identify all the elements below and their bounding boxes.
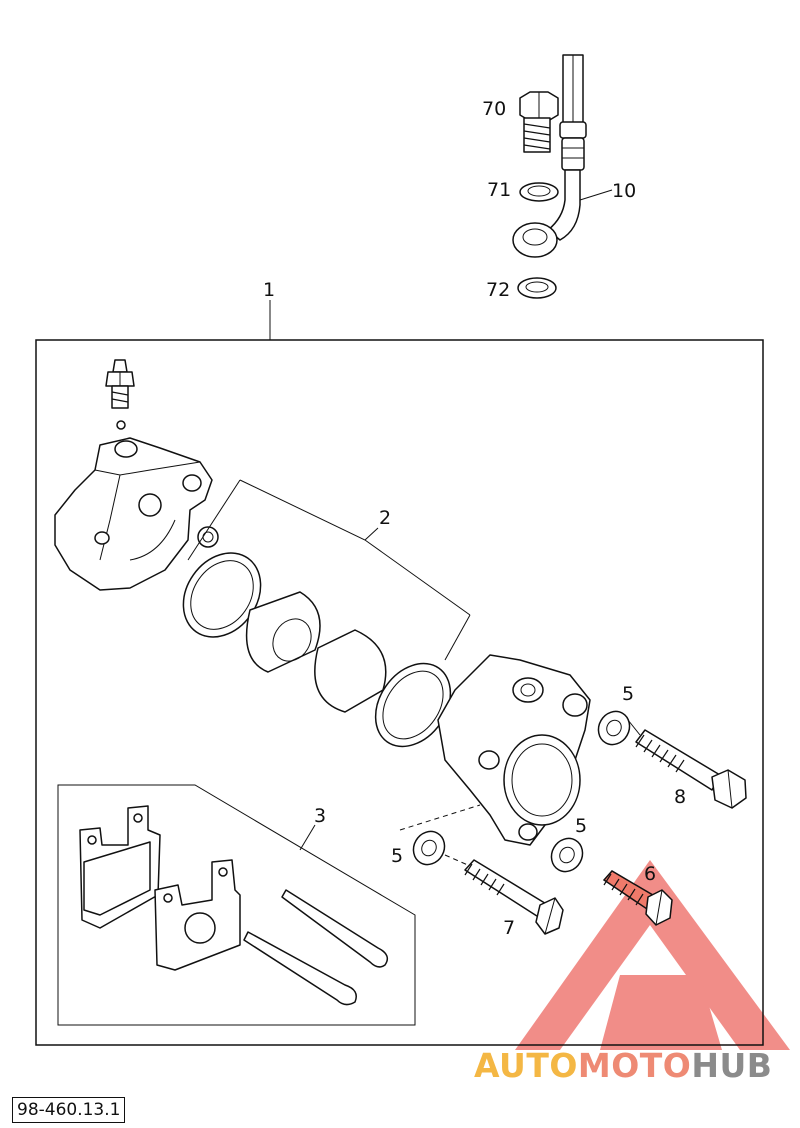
callout-3: 3 [314,805,326,827]
bolt-8 [635,729,747,809]
bleed-nipple [105,359,135,430]
caliper-body-inner [437,654,591,846]
split-pin-b [243,931,357,1006]
callout-2: 2 [379,507,391,529]
washer-5c [550,837,584,873]
sealing-washer-72 [517,277,557,299]
callout-6: 6 [644,863,656,885]
reference-code: 98-460.13.1 [12,1097,126,1123]
callout-1: 1 [263,279,275,301]
seal-kit [182,526,452,748]
watermark-logo-icon [515,860,790,1050]
watermark-text: AUTOMOTOHUB [474,1046,772,1085]
sealing-washer-71 [519,182,559,202]
pad-set-frame [57,784,416,1026]
callout-70: 70 [482,98,506,120]
brake-pad-b [154,859,241,971]
callout-5c: 5 [575,815,587,837]
watermark-text-hub: HUB [691,1046,773,1085]
callout-72: 72 [486,279,510,301]
watermark-text-auto: AUTO [474,1046,578,1085]
brake-pad-a [79,805,161,929]
callout-5b: 5 [391,845,403,867]
callout-71: 71 [487,179,511,201]
banjo-bolt [519,91,559,153]
callout-7: 7 [503,917,515,939]
bolt-6 [602,870,673,926]
caliper-body-outer [54,437,213,591]
washer-5a [597,710,631,746]
split-pin-a [281,889,389,968]
bolt-7 [464,859,564,935]
brake-hose [547,54,587,241]
kit-frame [35,339,764,1046]
callout-8: 8 [674,786,686,808]
callout-10: 10 [612,180,636,202]
watermark-text-moto: MOTO [577,1046,692,1085]
banjo-fitting [512,222,558,258]
callout-5a: 5 [622,683,634,705]
washer-5b [412,830,446,866]
